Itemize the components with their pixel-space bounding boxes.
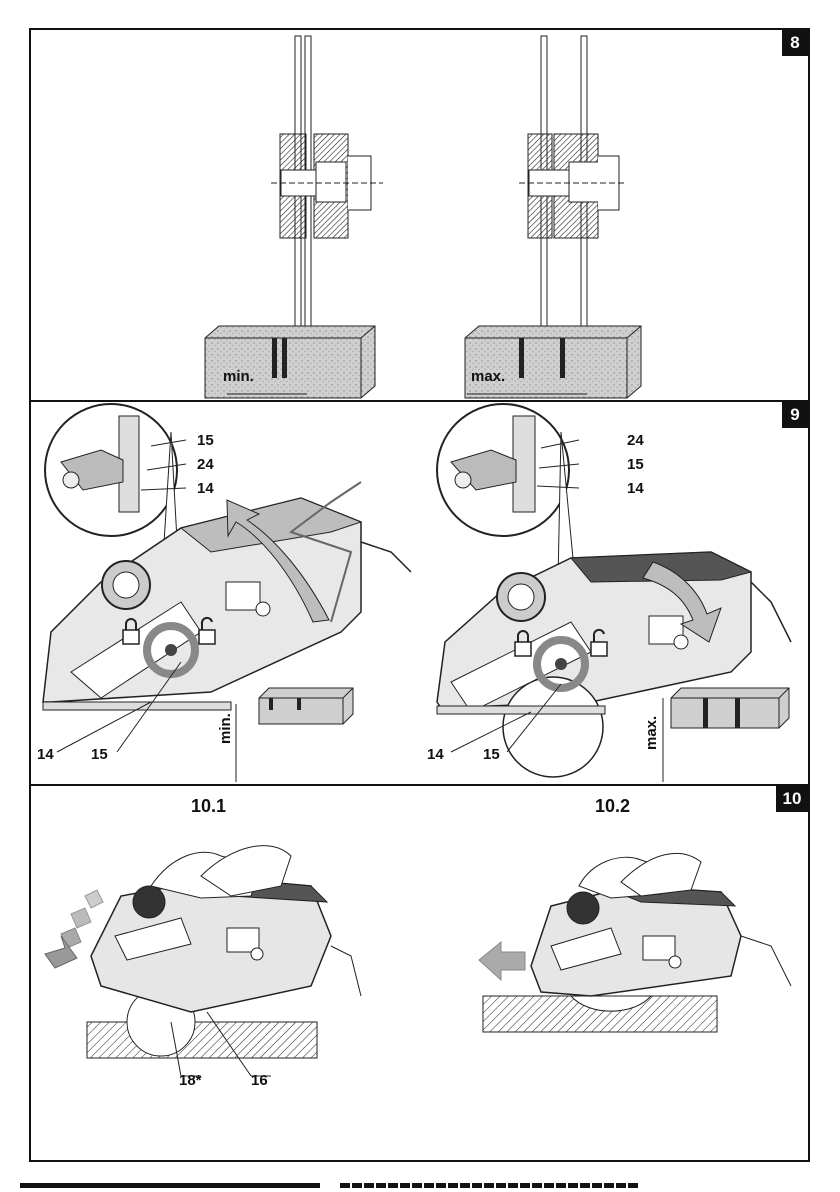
callout-16: 16 [251,1072,268,1089]
callout-18: 18* [179,1072,202,1089]
callout-right-bottom-2: 15 [483,746,500,763]
saw-plunge-cut [45,846,361,1076]
saw-forward-cut [479,853,791,1032]
min-label: min. [223,368,254,385]
saw-right [437,404,791,782]
callout-left-low: 14 [197,480,214,497]
callout-right-mid: 15 [627,456,644,473]
callout-right-top: 24 [627,432,644,449]
footer-rule-right [340,1183,640,1188]
callout-right-bottom-1: 14 [427,746,444,763]
max-label: max. [471,368,505,385]
cutting-diagram [31,786,812,1160]
figure-9-panel: 9 [31,402,808,786]
callout-right-low: 14 [627,480,644,497]
figure-10-panel: 10 10.1 10.2 [31,786,808,1160]
callout-left-mid: 24 [197,456,214,473]
callout-left-bottom-2: 15 [91,746,108,763]
flange-diagram [31,30,812,402]
max-depth-label: max. [643,716,660,750]
depth-adjust-diagram [31,402,812,786]
footer-rule-left [20,1183,320,1188]
flange-assembly-max [465,36,641,398]
callout-left-bottom-1: 14 [37,746,54,763]
manual-page: 8 [29,28,810,1162]
min-depth-label: min. [217,713,234,744]
flange-assembly-min [205,36,383,398]
callout-left-top: 15 [197,432,214,449]
direction-arrow-icon [479,942,525,980]
figure-8-panel: 8 [31,30,808,402]
